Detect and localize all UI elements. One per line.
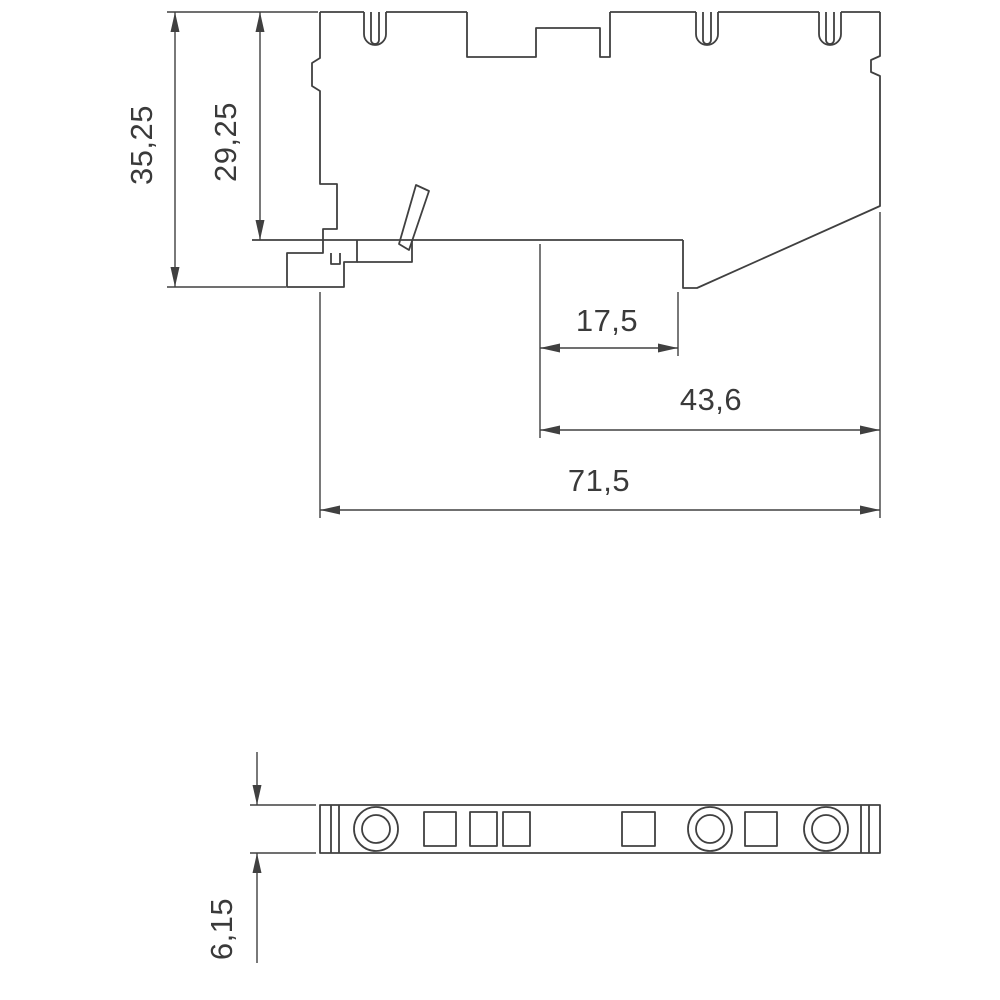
dimension-label-notch-width: 17,5: [576, 303, 638, 338]
arrow-17-5-right: [658, 343, 678, 353]
bottom-view: [319, 804, 881, 854]
terminal-slot-2-outer: [695, 12, 719, 46]
dimension-label-overall-height: 35,25: [124, 105, 159, 185]
arrow-35-25-down: [170, 267, 180, 287]
terminal-slot-3-inner: [825, 12, 835, 45]
dimension-labels: 35,25 29,25 17,5 43,6 71,5 6,15: [124, 102, 742, 960]
dimension-label-thickness: 6,15: [204, 898, 239, 960]
left-edge-profile: [286, 12, 358, 288]
right-end-lines: [860, 805, 870, 853]
arrow-35-25-up: [170, 12, 180, 32]
strip-outline: [319, 804, 881, 854]
screw-1-inner: [361, 814, 391, 844]
extension-lines: [167, 11, 881, 854]
arrow-29-25-down: [255, 220, 265, 240]
rail-channel: [357, 240, 413, 263]
arrow-71-5-right: [860, 505, 880, 515]
screw-3-inner: [811, 814, 841, 844]
right-edge-profile: [682, 12, 881, 289]
side-view: [252, 11, 881, 289]
arrow-71-5-left: [320, 505, 340, 515]
left-end-lines: [330, 805, 340, 853]
terminal-slot-3-outer: [818, 12, 842, 46]
foot-groove: [330, 253, 341, 265]
screw-2-outer: [687, 806, 733, 852]
dimension-lines: [167, 11, 881, 963]
screw-1-outer: [353, 806, 399, 852]
terminal-slot-1-inner: [370, 12, 380, 45]
release-latch: [398, 184, 430, 251]
opening-3: [502, 811, 531, 847]
dimension-label-overall-width: 71,5: [568, 463, 630, 498]
opening-1: [423, 811, 457, 847]
opening-4: [621, 811, 656, 847]
arrow-29-25-up: [255, 12, 265, 32]
arrow-43-6-left: [540, 425, 560, 435]
arrow-6-15-up: [252, 853, 262, 873]
dimension-label-upper-height: 29,25: [208, 102, 243, 182]
opening-2: [469, 811, 498, 847]
arrow-6-15-down: [252, 785, 262, 805]
terminal-slot-2-inner: [702, 12, 712, 45]
dimension-arrows: [170, 12, 880, 873]
dimension-label-right-width: 43,6: [680, 382, 742, 417]
top-recess: [466, 12, 611, 58]
screw-3-outer: [803, 806, 849, 852]
arrow-43-6-right: [860, 425, 880, 435]
opening-5: [744, 811, 778, 847]
screw-2-inner: [695, 814, 725, 844]
terminal-slot-1-outer: [363, 12, 387, 46]
arrow-17-5-left: [540, 343, 560, 353]
